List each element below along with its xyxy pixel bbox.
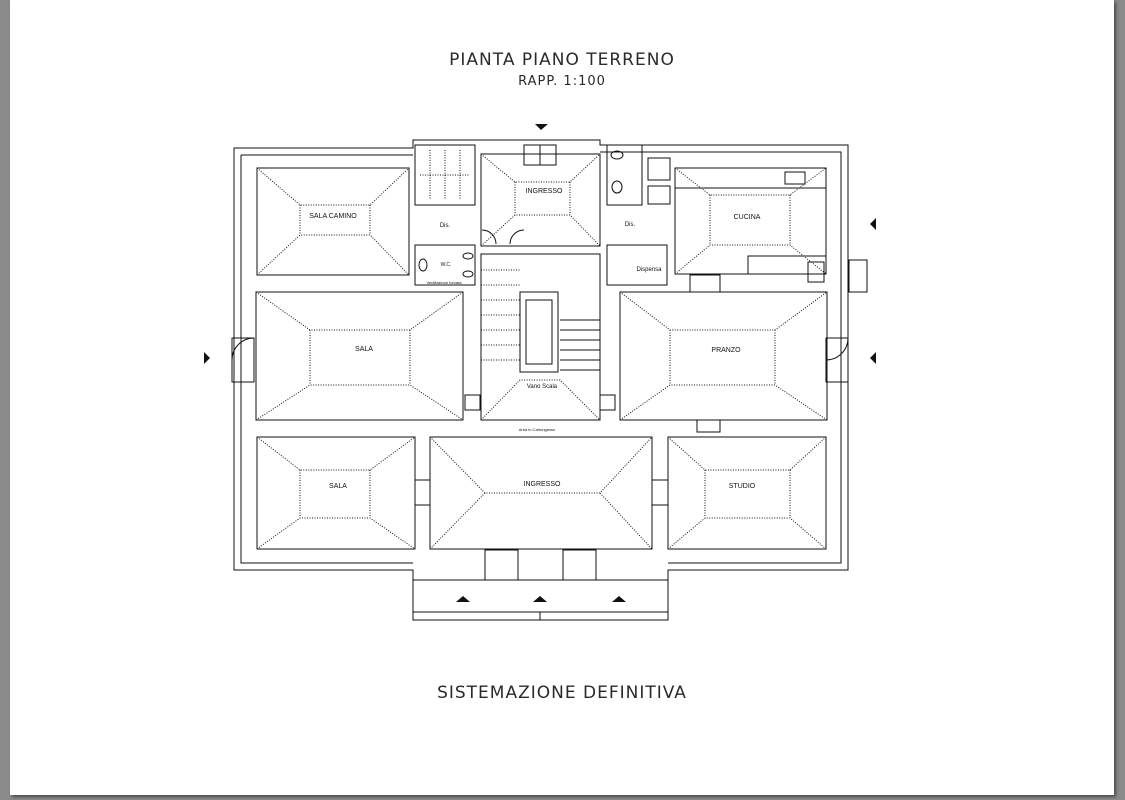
plan-title: PIANTA PIANO TERRENO: [449, 50, 675, 70]
door-top: [523, 144, 557, 166]
label-dis-right: Dis.: [625, 222, 636, 228]
room-vano-scala: [480, 253, 601, 421]
label-sala-bottom: SALA: [329, 483, 347, 490]
door-kitchen: [689, 274, 721, 293]
inner-wall: [240, 151, 842, 564]
label-dispensa: Dispensa: [636, 267, 662, 273]
stair-well: [519, 291, 559, 373]
room-ingresso-bottom: [429, 436, 653, 550]
scale-label: RAPP. 1:100: [518, 74, 606, 89]
label-dis-left: Dis.: [440, 223, 451, 229]
footer-title: SISTEMAZIONE DEFINITIVA: [437, 683, 687, 703]
arrow-porch-3: [612, 596, 626, 602]
outer-wall: [233, 139, 849, 581]
door-left: [231, 337, 255, 383]
label-cucina: CUCINA: [734, 214, 761, 221]
kitchen-counter-bottom: [747, 255, 827, 275]
label-ventilazione: Ventilazione forzata: [427, 280, 463, 285]
label-ingresso-top: INGRESSO: [526, 188, 564, 195]
room-pranzo: [619, 291, 828, 421]
label-pranzo: PRANZO: [711, 347, 741, 354]
room-studio: [667, 436, 827, 550]
label-vano-scala: Vano Scala: [527, 384, 558, 390]
drawing-sheet: PIANTA PIANO TERRENO RAPP. 1:100 SISTEMA…: [10, 0, 1114, 795]
label-studio: STUDIO: [729, 483, 756, 490]
kitchen-counter-top: [674, 167, 827, 189]
arrow-right-top: [870, 218, 876, 230]
arrow-left: [204, 352, 210, 364]
floor-plan: SALA CAMINO INGRESSO Dis. Dis. CUCINA W.…: [204, 124, 876, 621]
door-right: [825, 337, 849, 383]
label-sala-camino: SALA CAMINO: [309, 213, 357, 220]
wc-fixture: [418, 258, 428, 272]
arrow-right-mid: [870, 352, 876, 364]
room-dispensa: [606, 244, 668, 286]
arrow-porch-2: [533, 596, 547, 602]
label-wc: W.C.: [441, 262, 452, 268]
room-sala-camino: [256, 167, 410, 276]
room-bathroom-right: [606, 144, 643, 206]
room-ingresso-top: [480, 153, 601, 247]
window-right: [848, 259, 868, 293]
arrow-top: [535, 124, 548, 130]
label-area-carico: Area in Cartongesso: [519, 427, 556, 432]
column-right: [562, 549, 597, 581]
label-ingresso-bottom: INGRESSO: [524, 481, 562, 488]
kitchen-sink: [784, 171, 806, 185]
label-sala-mid: SALA: [355, 346, 373, 353]
column-left: [484, 549, 519, 581]
room-sala-mid: [255, 291, 464, 421]
arrow-porch-1: [456, 596, 470, 602]
stairs-top-left: [414, 144, 476, 206]
room-wc: [414, 244, 476, 286]
